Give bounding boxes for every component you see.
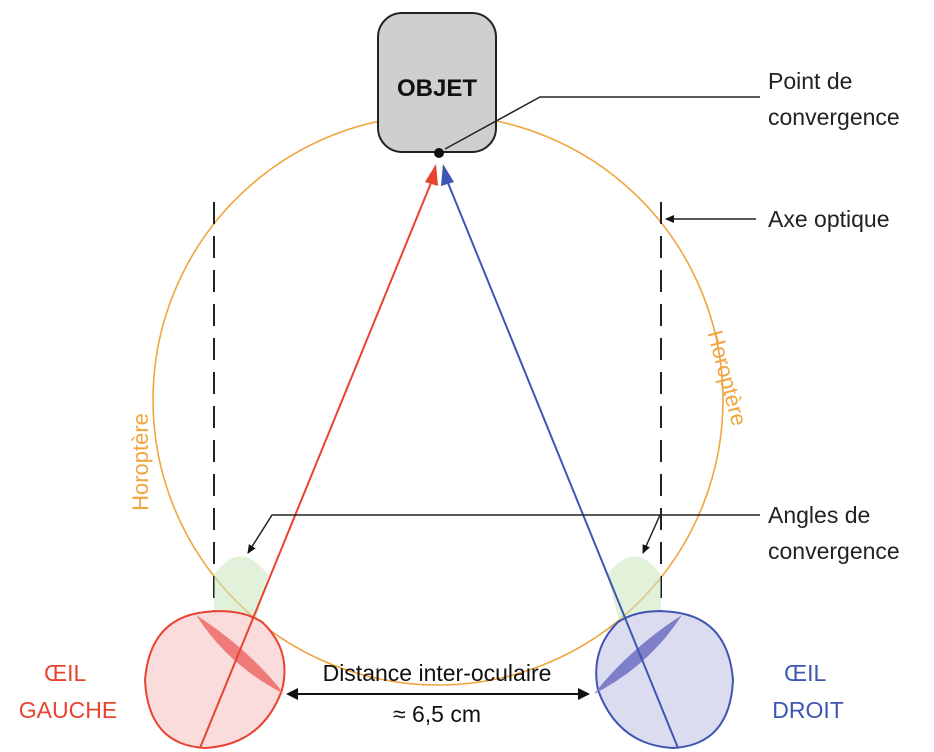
distance-arrowhead-left: [286, 688, 298, 700]
distance-label: Distance inter-oculaire: [323, 660, 552, 686]
horopter-label-left: Horoptère: [128, 413, 153, 511]
right-eye-label: ŒIL DROIT: [772, 660, 844, 723]
right-eye: [594, 610, 735, 750]
left-ray-arrowhead: [425, 164, 438, 186]
right-ray-arrowhead: [441, 164, 454, 186]
horopter-label-right: Horoptère: [703, 328, 752, 429]
distance-value: ≈ 6,5 cm: [393, 701, 481, 727]
object-label: OBJET: [397, 75, 477, 102]
optical-axis-label: Axe optique: [768, 206, 889, 232]
convergence-angles-leader-right: [642, 514, 661, 554]
right-eye-lens: [594, 615, 682, 694]
convergence-point: [434, 148, 444, 158]
left-eye-lens: [196, 615, 284, 694]
convergence-angles-leader: [247, 514, 760, 554]
distance-arrowhead-right: [578, 688, 590, 700]
right-ray: [445, 177, 679, 749]
left-eye-label: ŒIL GAUCHE: [19, 660, 117, 723]
convergence-angles-label: Angles de convergence: [768, 502, 900, 564]
convergence-point-label: Point de convergence: [768, 68, 900, 130]
left-eye: [143, 610, 286, 750]
left-ray: [199, 177, 434, 749]
convergence-point-leader: [444, 96, 760, 150]
